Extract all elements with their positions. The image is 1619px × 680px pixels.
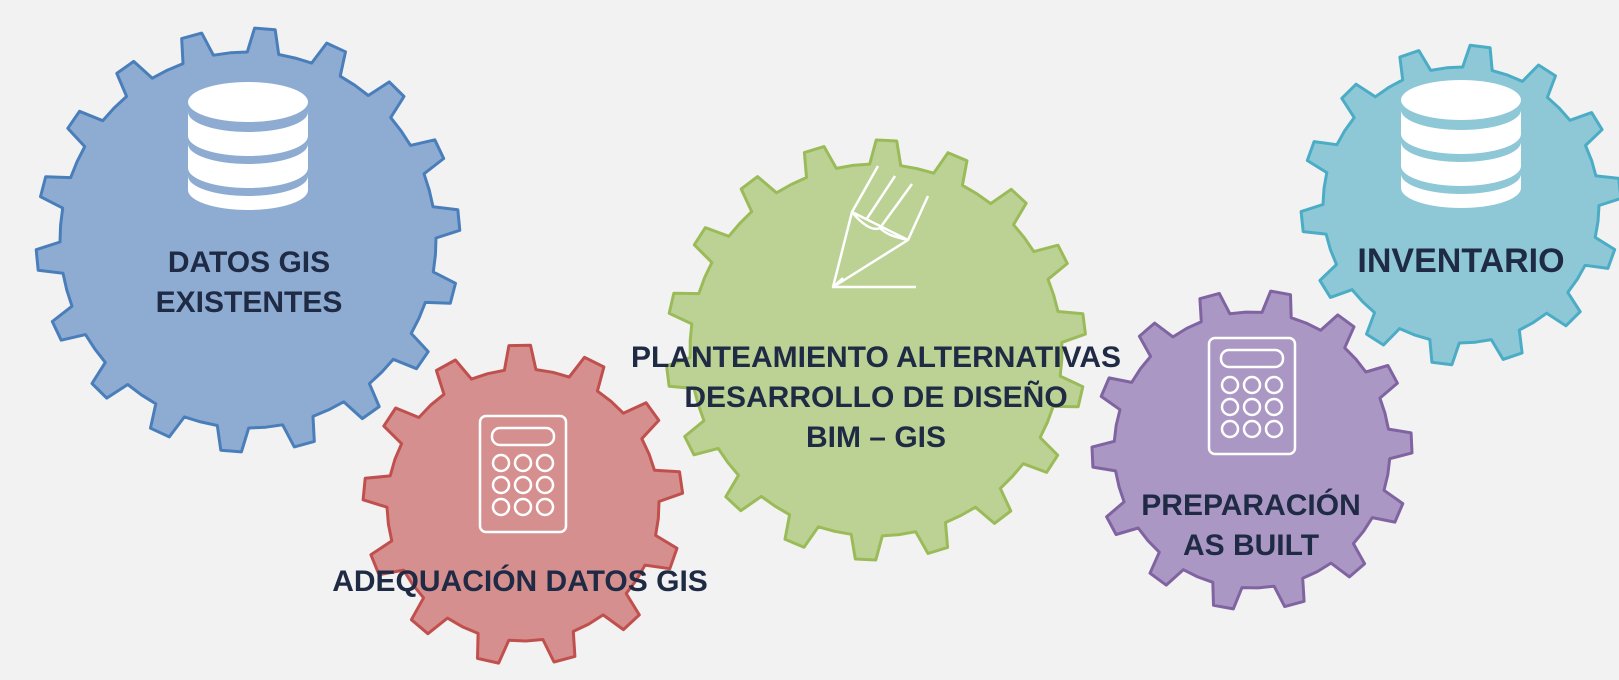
label-line: PREPARACIÓN [1141, 488, 1360, 522]
label-datos-gis-existentes: DATOS GIS EXISTENTES [156, 246, 343, 319]
label-line: AS BUILT [1183, 529, 1319, 562]
label-line: PLANTEAMIENTO ALTERNATIVAS [631, 341, 1121, 374]
calculator-icon [478, 414, 568, 534]
database-icon [1401, 80, 1521, 208]
label-line: EXISTENTES [156, 286, 343, 319]
label-adequacion-datos-gis: ADEQUACIÓN DATOS GIS [332, 564, 708, 598]
gear-preparacion-as-built [1090, 289, 1414, 611]
label-preparacion-as-built: PREPARACIÓN AS BUILT [1141, 488, 1360, 562]
database-icon [188, 82, 308, 210]
gear-adequacion-datos-gis [361, 343, 685, 665]
label-line: DESARROLLO DE DISEÑO [684, 380, 1067, 414]
label-line: INVENTARIO [1357, 242, 1564, 280]
gear-planteamiento-alternativas [665, 138, 1087, 562]
pencil-icon [831, 165, 930, 289]
label-line: BIM – GIS [806, 421, 946, 454]
label-line: DATOS GIS [168, 246, 330, 279]
calculator-icon [1207, 336, 1297, 456]
label-line: ADEQUACIÓN DATOS GIS [332, 564, 708, 598]
label-planteamiento-alternativas: PLANTEAMIENTO ALTERNATIVAS DESARROLLO DE… [631, 341, 1121, 454]
label-inventario: INVENTARIO [1357, 242, 1564, 280]
gear-datos-gis-existentes [34, 26, 462, 454]
